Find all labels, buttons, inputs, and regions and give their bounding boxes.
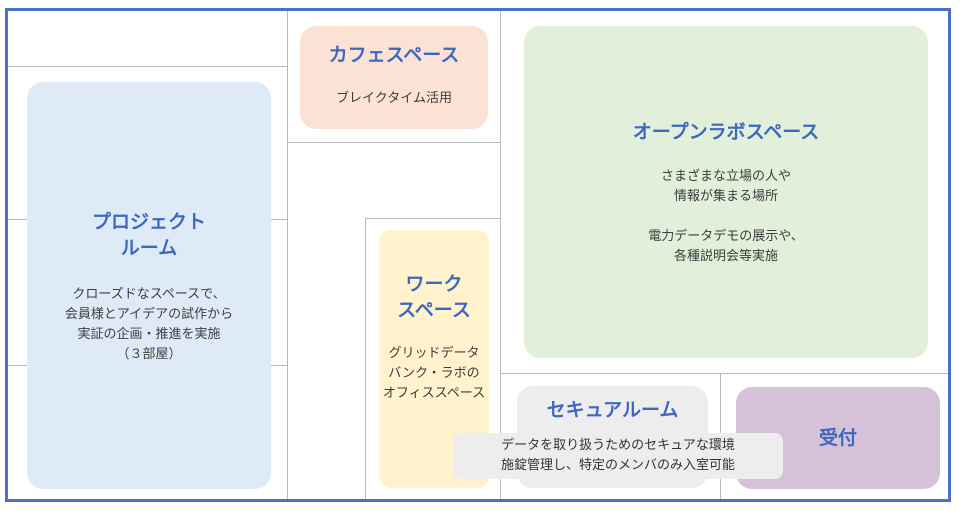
wall-lower-right-top	[500, 373, 948, 374]
project-room-title: プロジェクト ルーム	[91, 211, 206, 259]
open-lab-space: オープンラボスペース さまざまな立場の人や 情報が集まる場所 電力データデモの展…	[524, 26, 928, 358]
wall-left-upper	[8, 66, 288, 67]
cafe-space: カフェスペース ブレイクタイム活用	[300, 26, 488, 129]
reception-title: 受付	[818, 427, 857, 449]
wall-cafe-bottom	[287, 142, 500, 143]
outer-frame	[5, 8, 951, 502]
wall-left-vertical	[287, 10, 288, 500]
wall-work-top	[365, 218, 501, 219]
project-room-desc: クローズドなスペースで、 会員様とアイデアの試作から 実証の企画・推進を実施 （…	[64, 287, 234, 362]
wall-work-left	[365, 218, 366, 500]
project-room: プロジェクト ルーム クローズドなスペースで、 会員様とアイデアの試作から 実証…	[27, 82, 271, 489]
work-space-title: ワーク スペース	[397, 273, 471, 321]
open-lab-desc: さまざまな立場の人や 情報が集まる場所 電力データデモの展示や、 各種説明会等実…	[648, 169, 804, 264]
wall-center-vertical	[500, 10, 501, 500]
open-lab-title: オープンラボスペース	[632, 121, 820, 143]
cafe-space-desc: ブレイクタイム活用	[336, 91, 452, 106]
secure-room-title: セキュアルーム	[546, 399, 679, 421]
work-space-desc: グリッドデータ バンク・ラボの オフィススペース	[382, 346, 486, 401]
cafe-space-title: カフェスペース	[328, 44, 460, 66]
secure-room-desc: データを取り扱うためのセキュアな環境 施錠管理し、特定のメンバのみ入室可能	[453, 433, 783, 479]
